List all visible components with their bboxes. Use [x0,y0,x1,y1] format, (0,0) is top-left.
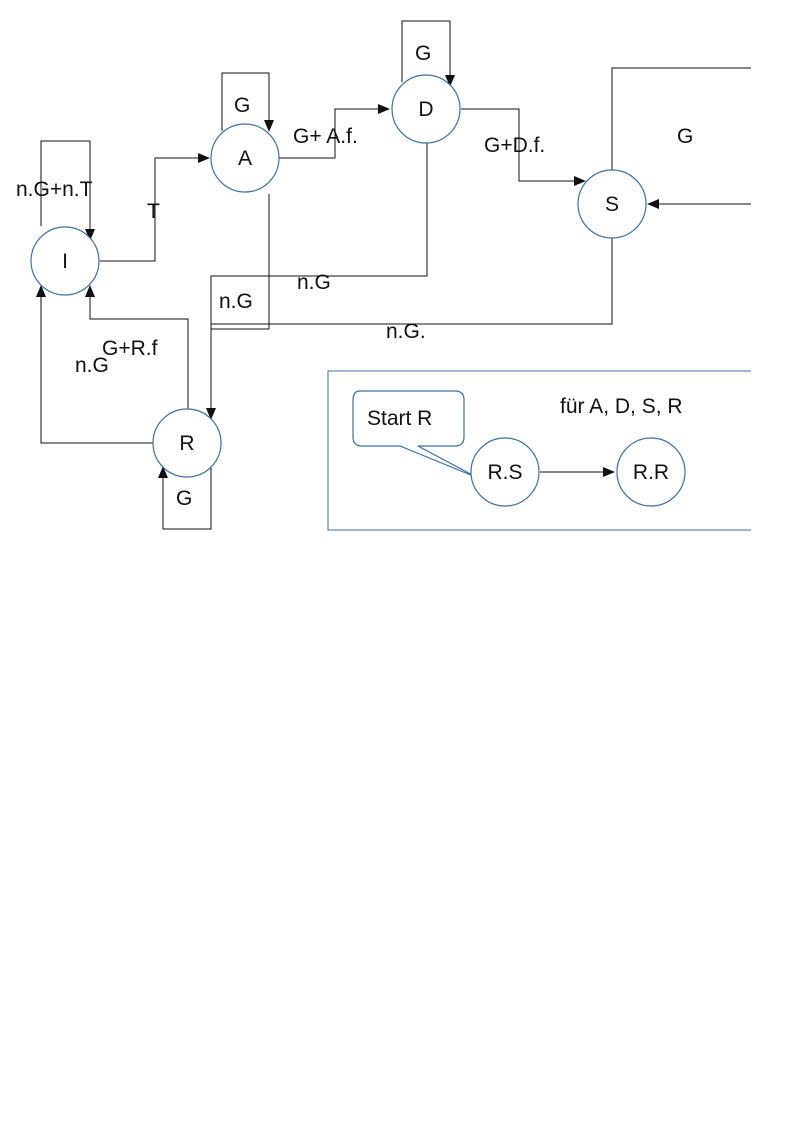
node-d-label: D [418,98,433,121]
edge-d-to-s [461,108,586,186]
edge-d-to-r [206,143,428,420]
label-d-to-r: n.G [297,271,331,294]
edge-loop-a [221,72,274,132]
label-a-to-d: G+ A.f. [293,125,358,148]
label-loop-d: G [415,42,431,65]
node-a: A [210,123,280,193]
callout-bubble [352,390,479,479]
label-a-to-r: n.G [219,290,253,313]
edge-s-to-r [211,238,613,325]
edge-a-to-d [279,104,390,159]
label-loop-r: G [176,487,192,510]
legend-note: für A, D, S, R [560,395,683,418]
node-d: D [391,74,461,144]
edge-a-to-r [211,194,270,330]
node-r-label: R [179,432,194,455]
edge-loop-d [401,20,455,87]
node-rs: R.S [470,437,540,507]
label-r-to-i-f: G+R.f [102,337,158,360]
node-a-label: A [238,147,252,170]
legend-box [327,370,751,531]
node-s: S [577,169,647,239]
node-i-label: I [62,250,68,273]
label-r-to-i: n.G [75,354,109,377]
node-i: I [30,226,100,296]
node-r: R [152,408,222,478]
edge-r-to-i-f [85,285,189,410]
edge-s-up-right [611,67,751,171]
node-rr-label: R.R [633,461,669,484]
edge-i-to-a [100,153,210,262]
label-i-to-a: T [147,200,160,223]
node-rs-label: R.S [487,461,522,484]
edge-r-to-i [36,285,154,444]
label-s-to-r: n.G. [386,320,426,343]
label-loop-a: G [234,94,250,117]
label-d-to-s: G+D.f. [484,134,545,157]
label-loop-i: n.G+n.T [16,178,93,201]
edge-loop-r [158,466,212,530]
edge-loop-i [40,140,95,241]
callout-text: Start R [367,407,432,430]
node-rr: R.R [616,437,686,507]
label-s-right: G [677,125,693,148]
node-s-label: S [605,193,619,216]
